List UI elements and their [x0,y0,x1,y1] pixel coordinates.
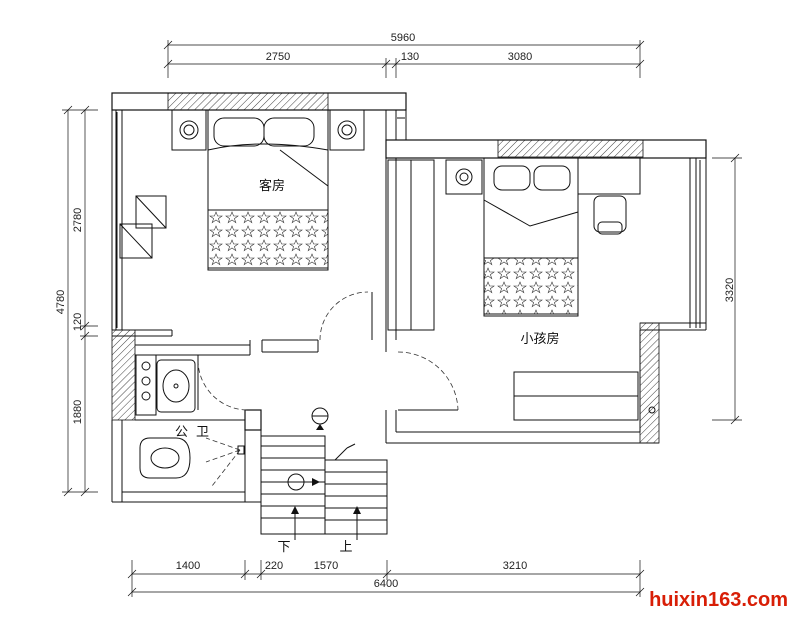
desk [577,157,641,235]
dim-right-1: 3320 [724,278,736,302]
windows [116,112,701,328]
nightstand-right [329,109,365,151]
dim-top-left: 2750 [266,51,290,63]
nightstand-left [171,109,207,151]
wardrobe-left [387,159,435,331]
dim-top-mid: 130 [401,51,419,63]
section-marker-2 [287,473,305,491]
dim-left-total: 4780 [55,290,67,314]
drain-dot [648,406,656,414]
dim-bottom-3: 1570 [314,560,338,572]
dim-bottom-4: 3210 [503,560,527,572]
room-label-guest: 客房 [259,178,285,194]
stair-label-down: 下 [277,540,290,555]
dimension-right: 3320 [712,153,742,425]
dim-bottom-total: 6400 [374,578,398,590]
watermark: huixin163.com [649,589,788,611]
wardrobe-bottom [513,371,639,421]
staircase [260,435,388,540]
room-label-kids: 小孩房 [520,331,559,347]
dim-top-right: 3080 [508,51,532,63]
room-label-bathroom: 公卫 [175,425,217,440]
kids-bed [483,157,579,317]
stair-label-up: 上 [339,540,352,555]
squat-toilet [139,437,191,479]
dimension-left: 4780 2780 120 1880 [55,105,98,497]
walls [111,92,707,503]
dim-bottom-1: 1400 [176,560,200,572]
doors [197,291,459,411]
dimension-top: 5960 2750 130 3080 [163,32,645,78]
section-marker-1 [311,407,329,430]
bathroom-vanity [135,354,196,416]
dimension-bottom: 1400 220 1570 3210 6400 [127,560,645,597]
dim-bottom-2: 220 [265,560,283,572]
guest-room-bed [207,109,329,271]
dim-top-total: 5960 [391,32,415,44]
kids-nightstand [445,159,483,195]
dim-left-1: 2780 [72,208,84,232]
cushions [119,195,167,259]
dim-left-3: 1880 [72,400,84,424]
dim-left-2: 120 [72,313,84,331]
shower [205,437,245,487]
